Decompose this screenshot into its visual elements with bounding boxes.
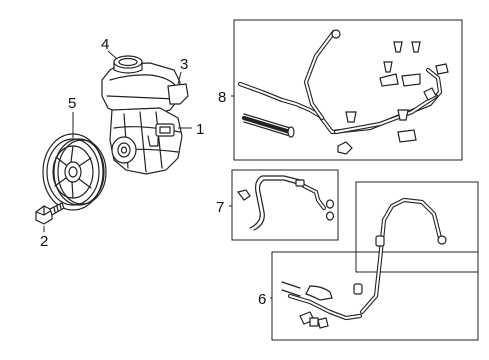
callout-3: 3 xyxy=(180,56,188,73)
callout-4: 4 xyxy=(101,36,109,53)
box-hose-assembly-8 xyxy=(233,19,463,161)
pump-pulley xyxy=(42,133,107,211)
callout-7: 7 xyxy=(216,199,224,216)
leader-3 xyxy=(177,71,182,85)
callout-8: 8 xyxy=(218,89,226,106)
power-steering-pump xyxy=(101,55,189,175)
callout-1: 1 xyxy=(196,121,204,138)
pressure-hose-assembly xyxy=(237,29,449,155)
box-cooler-line-6 xyxy=(355,181,479,273)
box-return-hose-7 xyxy=(231,169,339,241)
cooler-line xyxy=(281,197,447,329)
callout-6: 6 xyxy=(258,291,266,308)
callout-2: 2 xyxy=(40,233,48,250)
box-cooler-line-6-lower xyxy=(271,251,479,341)
callout-5: 5 xyxy=(68,95,76,112)
pulley-bolt xyxy=(35,202,65,225)
leader-4 xyxy=(107,50,118,60)
return-hose xyxy=(236,175,335,231)
